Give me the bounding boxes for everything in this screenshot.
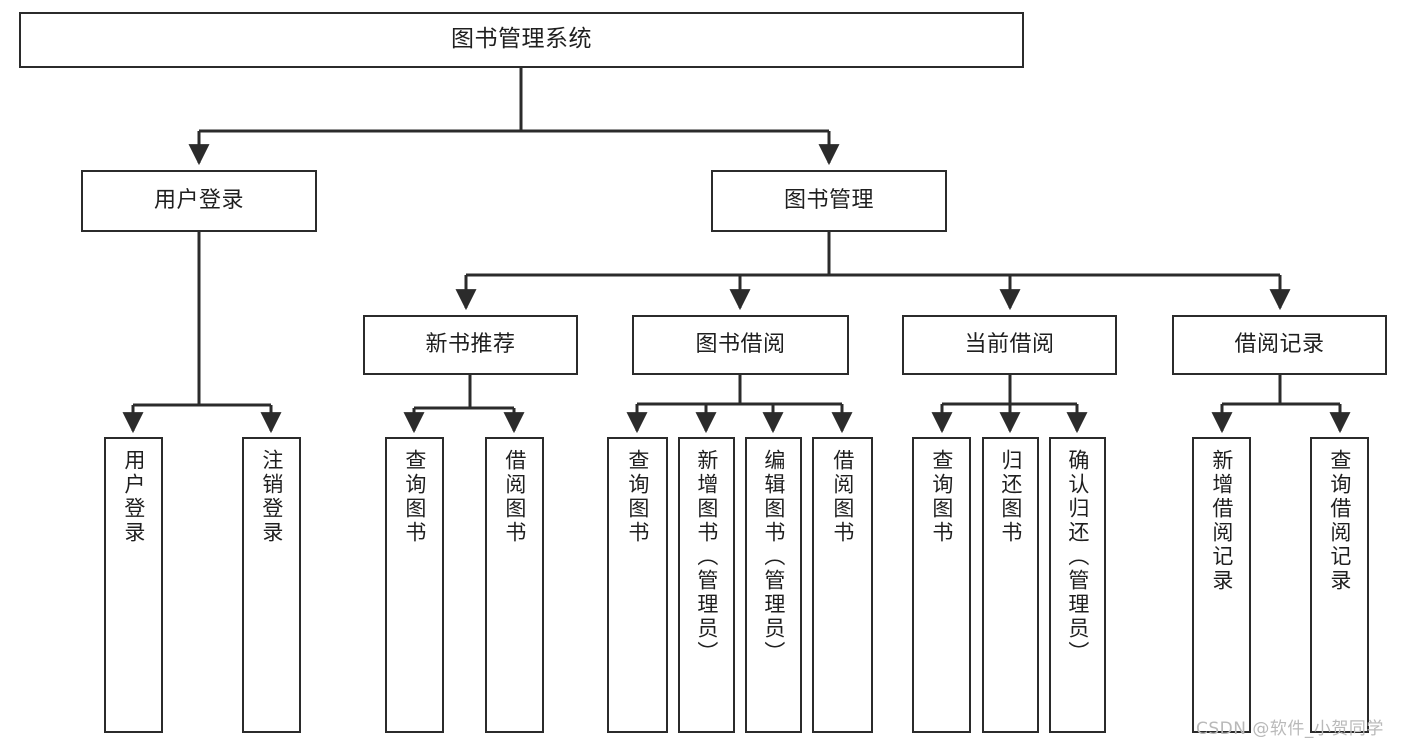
node-root-label: 图书管理系统 <box>451 26 592 53</box>
node-book-borrow[interactable]: 图书借阅 <box>632 315 849 375</box>
node-leaf-query-book-3[interactable]: 查询图书 <box>912 437 971 733</box>
node-leaf-add-book-label: 新增图书（管理员） <box>694 449 719 665</box>
node-leaf-user-login-label: 用户登录 <box>121 449 146 545</box>
node-leaf-return-book-label: 归还图书 <box>998 449 1023 545</box>
node-user-login-label: 用户登录 <box>153 187 244 213</box>
node-leaf-confirm-return[interactable]: 确认归还（管理员） <box>1049 437 1106 733</box>
node-book-manage[interactable]: 图书管理 <box>711 170 947 232</box>
node-book-borrow-label: 图书借阅 <box>695 331 786 357</box>
node-root[interactable]: 图书管理系统 <box>19 12 1024 68</box>
node-leaf-user-login[interactable]: 用户登录 <box>104 437 163 733</box>
node-leaf-edit-book[interactable]: 编辑图书（管理员） <box>745 437 802 733</box>
watermark-text: CSDN @软件_小贺同学 <box>1196 719 1384 739</box>
node-leaf-query-record[interactable]: 查询借阅记录 <box>1310 437 1369 733</box>
node-leaf-query-record-label: 查询借阅记录 <box>1327 449 1352 593</box>
node-leaf-edit-book-label: 编辑图书（管理员） <box>761 449 786 665</box>
node-leaf-logout[interactable]: 注销登录 <box>242 437 301 733</box>
node-leaf-query-book-2-label: 查询图书 <box>625 449 650 545</box>
node-leaf-borrow-book-2-label: 借阅图书 <box>830 449 855 545</box>
node-leaf-logout-label: 注销登录 <box>259 449 284 545</box>
node-leaf-borrow-book-2[interactable]: 借阅图书 <box>812 437 873 733</box>
node-leaf-query-book-2[interactable]: 查询图书 <box>607 437 668 733</box>
node-leaf-return-book[interactable]: 归还图书 <box>982 437 1039 733</box>
node-leaf-confirm-return-label: 确认归还（管理员） <box>1065 449 1090 665</box>
node-current-borrow[interactable]: 当前借阅 <box>902 315 1117 375</box>
node-leaf-borrow-book-1[interactable]: 借阅图书 <box>485 437 544 733</box>
node-leaf-add-book[interactable]: 新增图书（管理员） <box>678 437 735 733</box>
node-borrow-record[interactable]: 借阅记录 <box>1172 315 1387 375</box>
node-new-book-rec[interactable]: 新书推荐 <box>363 315 578 375</box>
node-user-login[interactable]: 用户登录 <box>81 170 317 232</box>
node-leaf-query-book-1-label: 查询图书 <box>402 449 427 545</box>
node-borrow-record-label: 借阅记录 <box>1234 331 1325 357</box>
node-current-borrow-label: 当前借阅 <box>964 331 1055 357</box>
node-leaf-borrow-book-1-label: 借阅图书 <box>502 449 527 545</box>
node-leaf-query-book-1[interactable]: 查询图书 <box>385 437 444 733</box>
node-leaf-add-record-label: 新增借阅记录 <box>1209 449 1234 593</box>
node-book-manage-label: 图书管理 <box>783 187 874 213</box>
node-leaf-query-book-3-label: 查询图书 <box>929 449 954 545</box>
node-new-book-rec-label: 新书推荐 <box>425 331 516 357</box>
node-leaf-add-record[interactable]: 新增借阅记录 <box>1192 437 1251 733</box>
